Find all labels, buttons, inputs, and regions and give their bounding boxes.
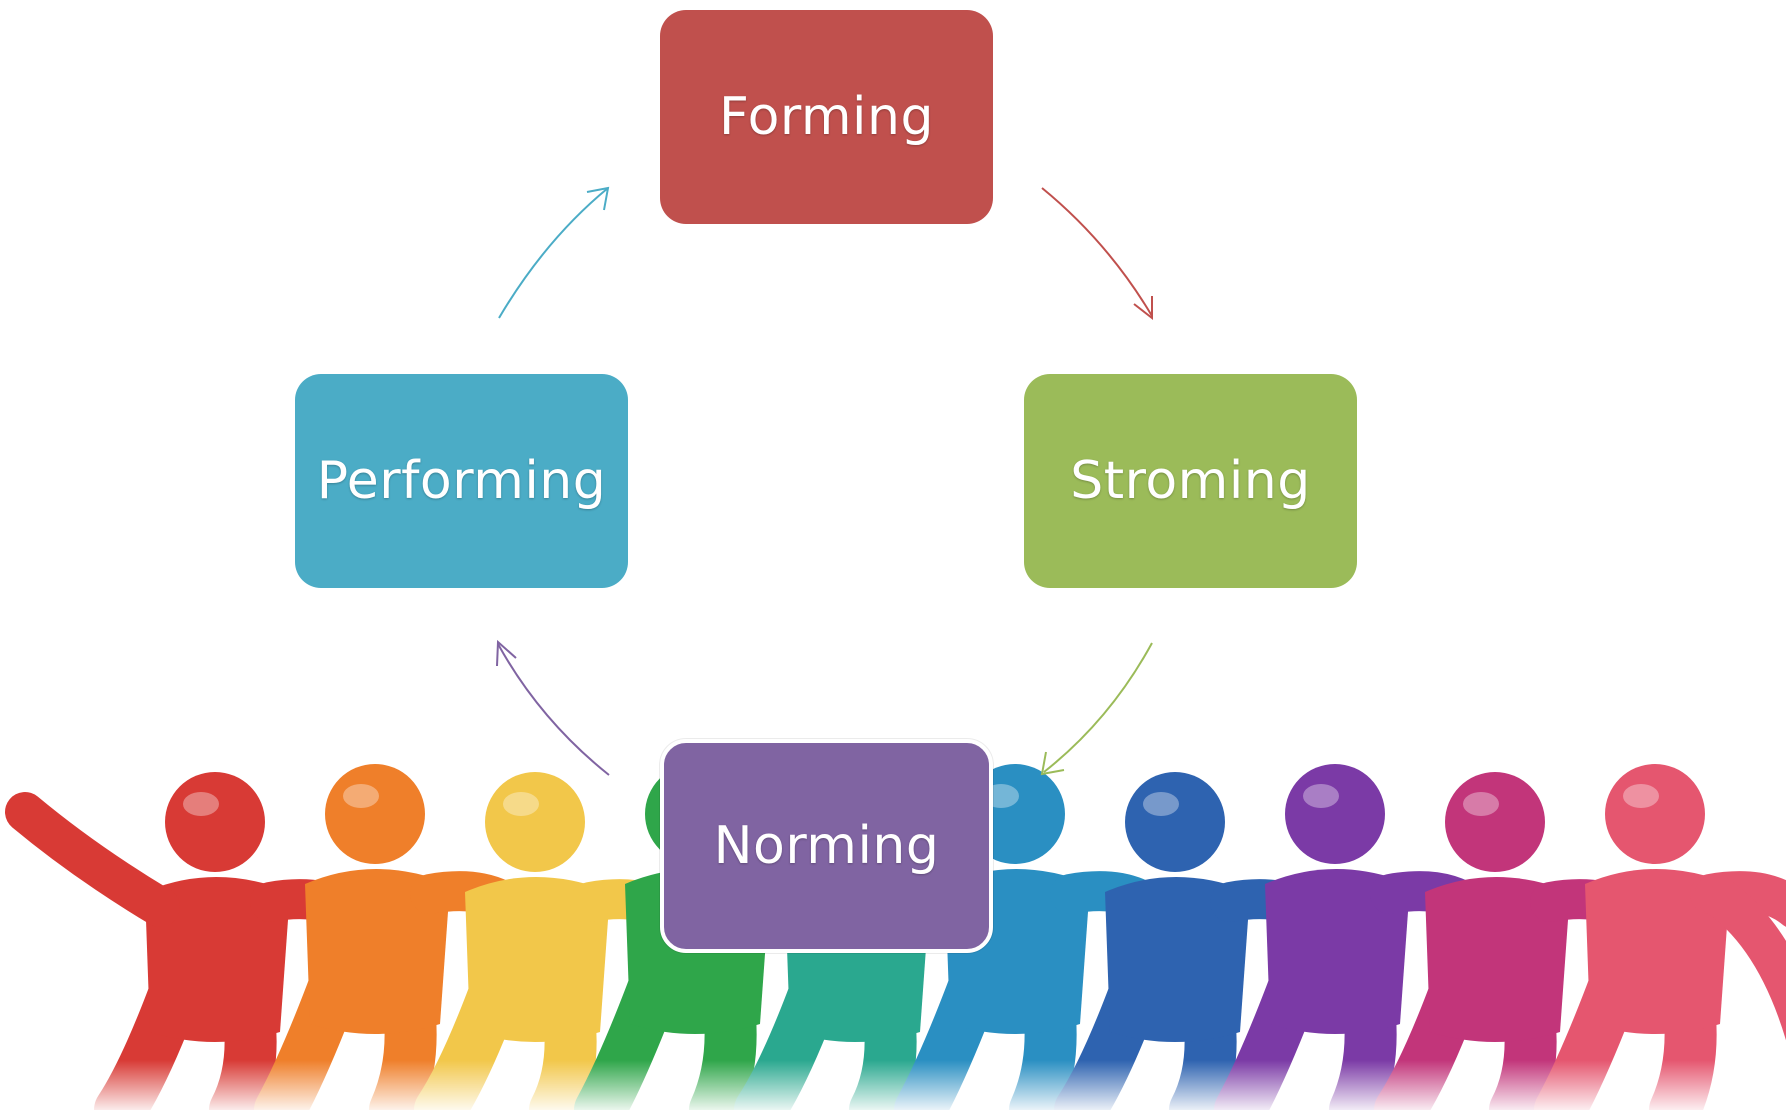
- stage-forming-box: Forming: [660, 10, 993, 224]
- arrowhead-forming-to-storming: [1133, 296, 1153, 321]
- arrowhead-performing-to-forming: [586, 186, 610, 211]
- arrow-performing-to-forming: [498, 187, 609, 319]
- stage-storming-label: Stroming: [1070, 451, 1311, 511]
- arrowhead-norming-to-performing: [496, 639, 517, 667]
- stage-performing-label: Performing: [316, 451, 607, 511]
- arrow-storming-to-norming: [1043, 642, 1153, 773]
- arrowhead-storming-to-norming: [1040, 751, 1065, 776]
- arrow-norming-to-performing: [497, 643, 610, 776]
- stage-forming-label: Forming: [719, 87, 934, 147]
- stage-storming-box: Stroming: [1024, 374, 1357, 588]
- stage-norming-box: Norming: [660, 739, 993, 953]
- stage-norming-label: Norming: [713, 816, 940, 876]
- stage-performing-box: Performing: [295, 374, 628, 588]
- arrow-forming-to-storming: [1041, 187, 1153, 317]
